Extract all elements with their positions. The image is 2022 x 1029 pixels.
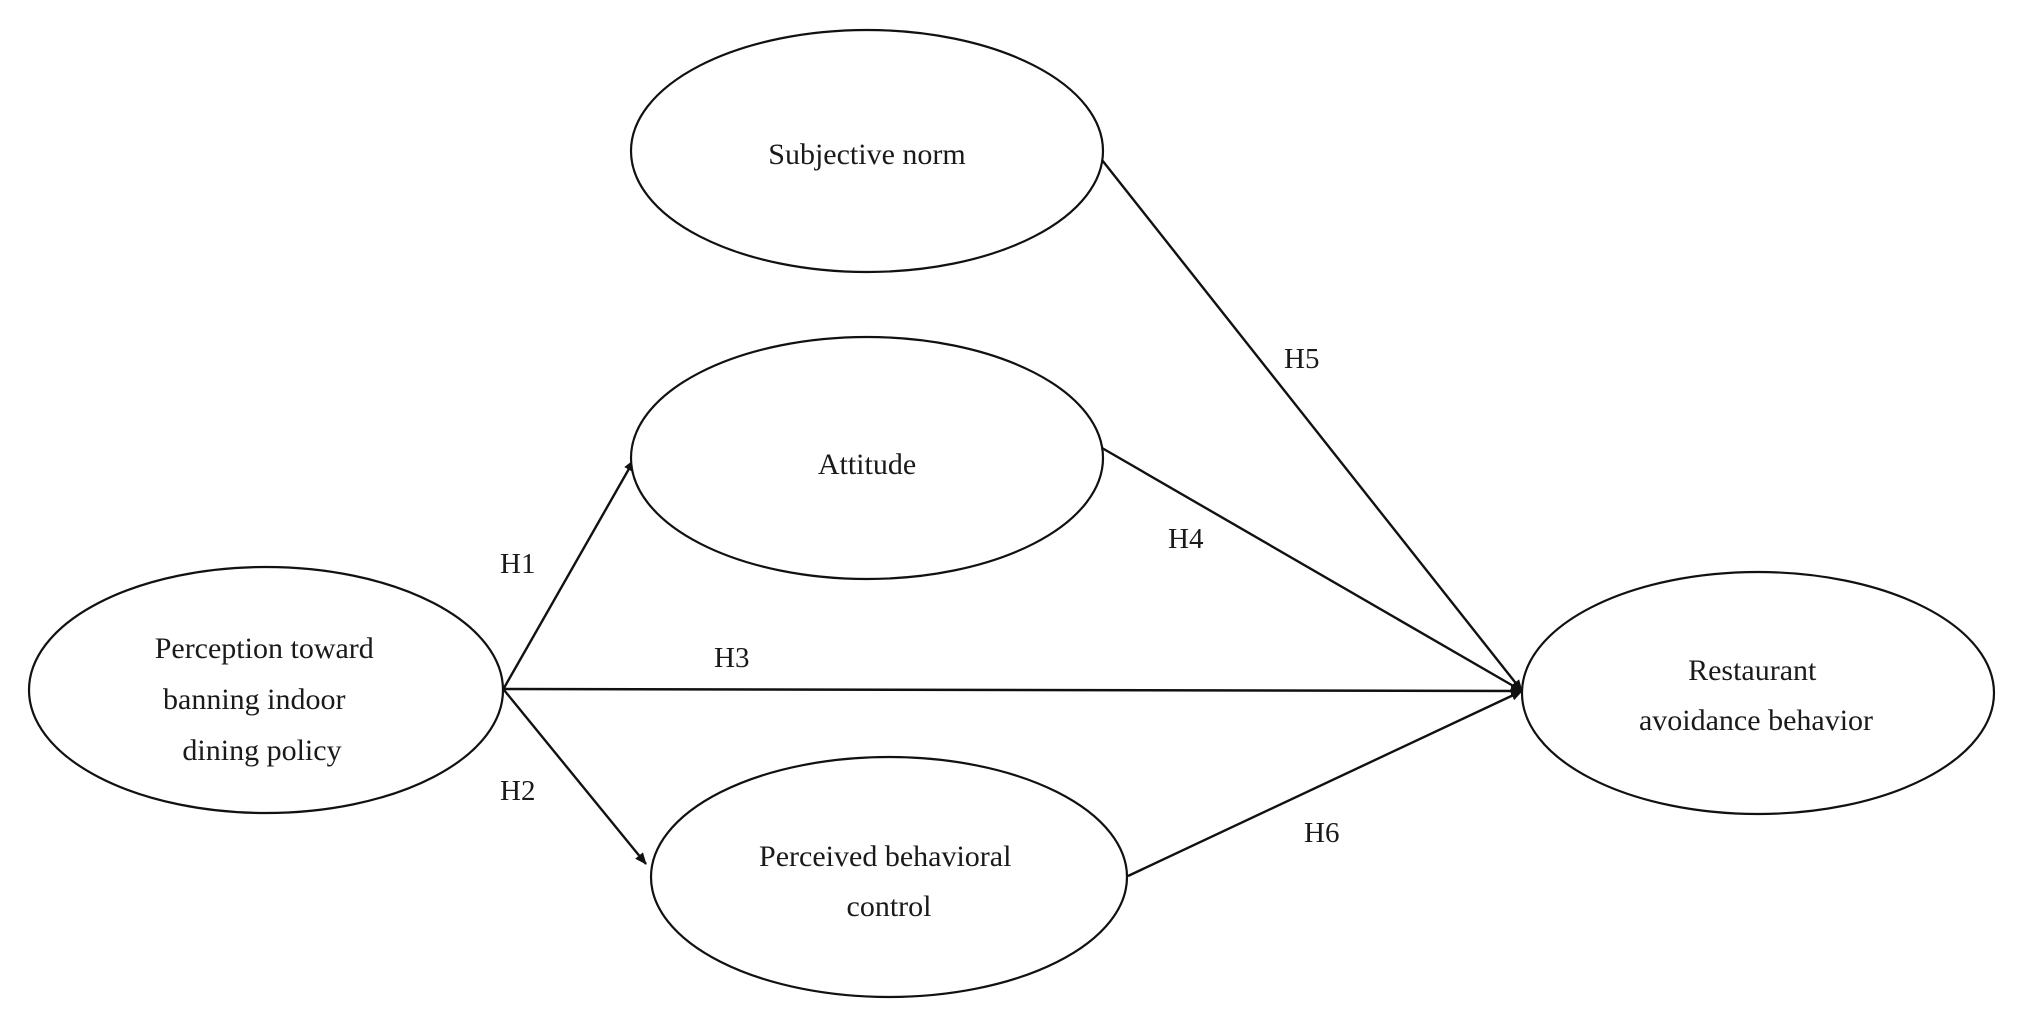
node-subjective-norm-line-1: Subjective norm — [768, 138, 965, 171]
edge-label-h5: H5 — [1284, 343, 1319, 375]
svg-text:Attitude: Attitude — [818, 448, 916, 481]
svg-text:Perception toward bannin: Perception toward banning indoor dining … — [155, 632, 382, 767]
node-perception-line-1: Perception toward — [155, 632, 374, 665]
edges — [502, 159, 1523, 878]
svg-text:Restaurant avoidance beh: Restaurant avoidance behavior — [1639, 654, 1873, 737]
node-perceived-behavioral-control-ellipse — [649, 755, 1129, 999]
svg-text:Subjective norm: Subjective norm — [768, 138, 965, 171]
edge-h5-arrow — [1101, 159, 1523, 692]
node-attitude-ellipse — [629, 335, 1105, 581]
node-attitude: Attitude — [629, 335, 1105, 581]
node-attitude-line-1: Attitude — [818, 448, 916, 481]
node-subjective-norm: Subjective norm — [629, 28, 1105, 274]
edge-h6-arrow — [1127, 689, 1523, 878]
edge-h1-arrow — [502, 459, 636, 689]
edge-label-h2: H2 — [500, 775, 535, 807]
node-perception-line-3: dining policy — [182, 734, 341, 767]
node-perception-line-2: banning indoor — [163, 683, 345, 716]
edge-h2-arrow — [503, 689, 647, 865]
node-restaurant-avoidance-behavior-line-1: Restaurant — [1688, 654, 1817, 687]
node-perceived-behavioral-control: Perceived behavioral control — [649, 755, 1129, 999]
edge-h3-arrow — [503, 685, 1523, 696]
node-restaurant-avoidance-behavior: Restaurant avoidance behavior — [1520, 570, 1996, 816]
edge-label-h6: H6 — [1304, 817, 1339, 849]
node-restaurant-avoidance-behavior-line-2: avoidance behavior — [1639, 704, 1873, 737]
node-restaurant-avoidance-behavior-ellipse — [1520, 570, 1996, 816]
edge-labels: H1 H2 H3 H4 H5 H6 — [500, 343, 1339, 849]
edge-label-h3: H3 — [714, 642, 749, 674]
node-perceived-behavioral-control-line-1: Perceived behavioral — [759, 840, 1011, 873]
node-perceived-behavioral-control-line-2: control — [847, 890, 932, 923]
svg-text:Perceived behavioral con: Perceived behavioral control — [759, 840, 1019, 923]
node-perception-ellipse — [27, 565, 505, 815]
node-subjective-norm-ellipse — [629, 28, 1105, 274]
edge-h4-arrow — [1101, 446, 1523, 693]
edge-label-h1: H1 — [500, 548, 535, 580]
edge-label-h4: H4 — [1168, 523, 1204, 555]
node-perception: Perception toward banning indoor dining … — [27, 565, 505, 815]
